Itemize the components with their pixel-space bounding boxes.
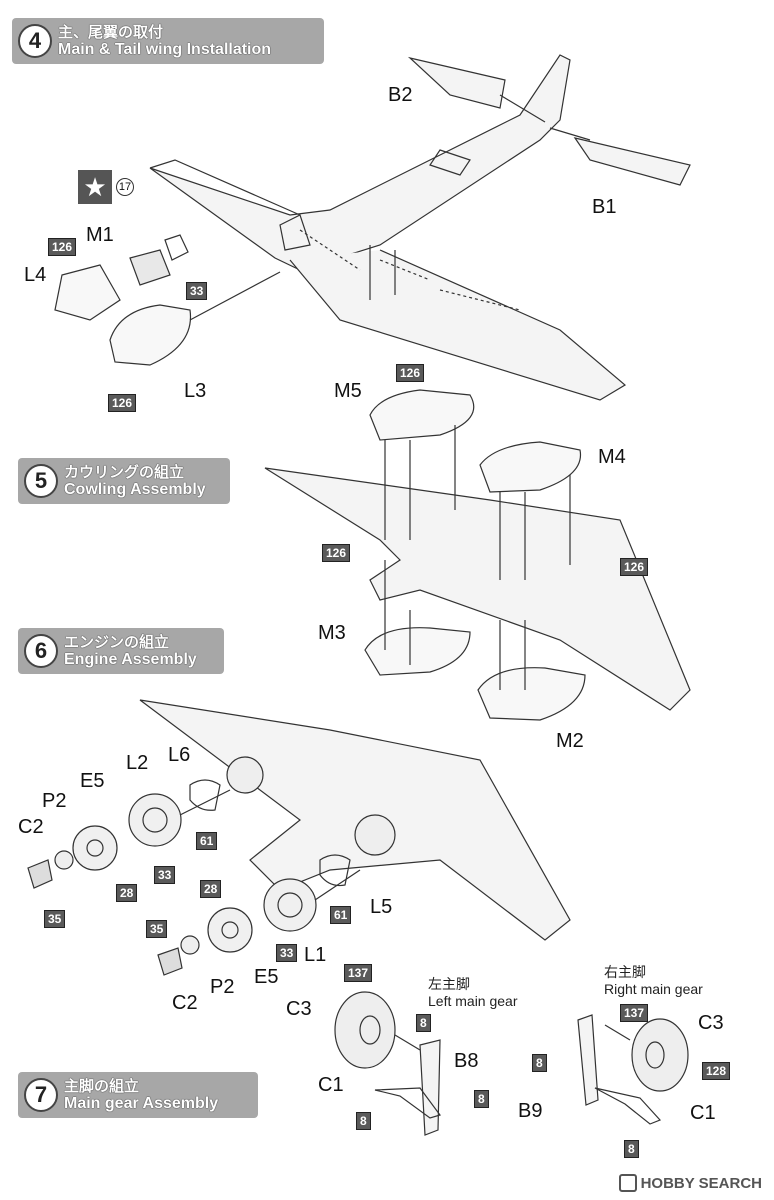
label-m5: M5 <box>334 380 362 402</box>
label-l5: L5 <box>370 896 393 918</box>
label-b1: B1 <box>592 196 617 218</box>
paint-code: 28 <box>200 880 222 898</box>
paint-code: 8 <box>356 1112 371 1130</box>
left-gear-caption: 左主脚 Left main gear <box>428 976 518 1010</box>
label-l6: L6 <box>168 744 191 766</box>
wheel-icon <box>334 991 396 1069</box>
watermark-text: HOBBY SEARCH <box>640 1174 762 1192</box>
star-icon: ★ <box>78 170 112 204</box>
label-m4: M4 <box>598 446 626 468</box>
paint-code: 33 <box>154 866 176 884</box>
step-title-jp: エンジンの組立 <box>64 634 170 651</box>
paint-code: 126 <box>396 364 425 382</box>
step-number: 6 <box>24 634 58 668</box>
paint-code: 61 <box>196 832 218 850</box>
step-title-en: Cowling Assembly <box>64 481 206 498</box>
step-number: 5 <box>24 464 58 498</box>
step-6-header: 6 エンジンの組立 Engine Assembly <box>18 628 224 674</box>
label-b8: B8 <box>454 1050 479 1072</box>
step4-cowling-parts <box>54 234 281 366</box>
label-c1: C1 <box>318 1074 344 1096</box>
label-p2: P2 <box>42 790 67 812</box>
step4-airframe-drawing <box>149 54 691 401</box>
label-c2: C2 <box>18 816 44 838</box>
step-title-en: Main gear Assembly <box>64 1095 219 1112</box>
label-m2: M2 <box>556 730 584 752</box>
step5-wing-drawing <box>264 389 691 721</box>
label-e5: E5 <box>80 770 105 792</box>
step-number: 7 <box>24 1078 58 1112</box>
label-l1: L1 <box>304 944 327 966</box>
label-c2: C2 <box>172 992 198 1014</box>
label-l3: L3 <box>184 380 207 402</box>
paint-code: 35 <box>146 920 168 938</box>
right-gear-jp: 右主脚 <box>604 964 646 980</box>
step-title-en: Main & Tail wing Installation <box>58 41 272 58</box>
label-c3: C3 <box>286 998 312 1020</box>
label-m3: M3 <box>318 622 346 644</box>
label-b9: B9 <box>518 1100 543 1122</box>
paint-code: 8 <box>416 1014 431 1032</box>
label-c3: C3 <box>698 1012 724 1034</box>
label-m1: M1 <box>86 224 114 246</box>
paint-code: 35 <box>44 910 66 928</box>
step-5-header: 5 カウリングの組立 Cowling Assembly <box>18 458 230 504</box>
wheel-icon <box>631 1018 689 1092</box>
step-title-jp: 主脚の組立 <box>64 1078 140 1095</box>
step-7-header: 7 主脚の組立 Main gear Assembly <box>18 1072 258 1118</box>
paint-code: 126 <box>108 394 137 412</box>
step-title-jp: 主、尾翼の取付 <box>58 24 164 41</box>
label-e5: E5 <box>254 966 279 988</box>
right-gear-caption: 右主脚 Right main gear <box>604 964 703 998</box>
left-gear-jp: 左主脚 <box>428 976 470 992</box>
paint-code: 8 <box>624 1140 639 1158</box>
paint-code: 126 <box>48 238 77 256</box>
paint-code: 126 <box>620 558 649 576</box>
step-title-jp: カウリングの組立 <box>64 464 185 481</box>
paint-code-circle: 17 <box>116 178 134 196</box>
step6-wing-drawing <box>27 699 571 976</box>
paint-code: 126 <box>322 544 351 562</box>
step-number: 4 <box>18 24 52 58</box>
paint-code: 61 <box>330 906 352 924</box>
paint-code: 8 <box>474 1090 489 1108</box>
label-p2: P2 <box>210 976 235 998</box>
step7-gear-drawing <box>334 991 689 1136</box>
paint-code: 128 <box>702 1062 731 1080</box>
label-l4: L4 <box>24 264 47 286</box>
right-gear-en: Right main gear <box>604 981 703 997</box>
step-4-header: 4 主、尾翼の取付 Main & Tail wing Installation <box>12 18 324 64</box>
hobbysearch-logo-icon <box>618 1174 637 1192</box>
paint-code: 137 <box>344 964 373 982</box>
watermark: HOBBY SEARCH <box>618 1174 762 1192</box>
label-b2: B2 <box>388 84 413 106</box>
paint-code: 33 <box>186 282 208 300</box>
paint-code: 8 <box>532 1054 547 1072</box>
paint-code: 33 <box>276 944 298 962</box>
label-l2: L2 <box>126 752 149 774</box>
paint-code: 28 <box>116 884 138 902</box>
step-title-en: Engine Assembly <box>64 651 197 668</box>
paint-code: 137 <box>620 1004 649 1022</box>
label-c1: C1 <box>690 1102 716 1124</box>
left-gear-en: Left main gear <box>428 993 518 1009</box>
